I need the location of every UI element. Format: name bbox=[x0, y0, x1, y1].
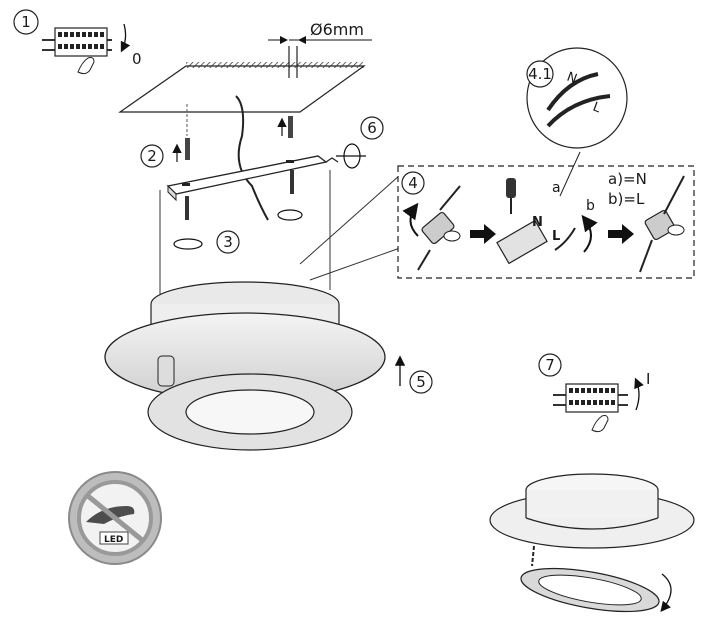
step-5-group: 5 bbox=[394, 355, 433, 394]
step-2-badge bbox=[140, 144, 164, 168]
step-3-group: 3 bbox=[173, 209, 303, 254]
step-3-badge bbox=[216, 230, 240, 254]
step-2-number: 2 bbox=[147, 147, 157, 165]
drill-diameter-label: Ø6mm bbox=[310, 20, 364, 39]
step-1-number: 1 bbox=[21, 13, 31, 31]
wire-b-legend: b)=L bbox=[608, 190, 645, 208]
switch-off-label: 0 bbox=[132, 50, 142, 68]
rotate-arrow-icon bbox=[120, 23, 131, 53]
terminal-n-label: N bbox=[532, 215, 543, 230]
rotate-arrow-icon bbox=[173, 238, 203, 250]
step-3-number: 3 bbox=[223, 233, 233, 251]
screwdriver-icon bbox=[506, 178, 516, 214]
step-7-badge bbox=[538, 353, 562, 377]
step-1-badge bbox=[13, 9, 39, 35]
wire-a-legend: a)=N bbox=[608, 170, 647, 188]
switch-on-label: I bbox=[646, 370, 650, 388]
step-7-group: 7 I bbox=[538, 353, 650, 433]
step-6-badge bbox=[360, 116, 384, 140]
step-41-badge bbox=[526, 60, 554, 88]
step-4-badge bbox=[401, 171, 425, 195]
wire-a-label: a bbox=[552, 180, 561, 196]
step-4-number: 4 bbox=[408, 174, 418, 192]
luminaire-underside bbox=[489, 473, 695, 613]
rotate-arrow-icon bbox=[277, 209, 303, 221]
mains-cable bbox=[235, 95, 269, 221]
step-5-badge bbox=[409, 370, 433, 394]
step-5-number: 5 bbox=[416, 373, 426, 391]
wire-b-label: b bbox=[586, 198, 595, 214]
circuit-breaker-icon bbox=[553, 383, 628, 433]
rotate-arrow-icon bbox=[634, 377, 644, 411]
rotate-arrow-icon bbox=[660, 573, 672, 613]
step-41-number: 4.1 bbox=[528, 65, 552, 83]
luminaire-body bbox=[104, 281, 386, 451]
step-6-number: 6 bbox=[367, 119, 377, 137]
step-7-number: 7 bbox=[545, 356, 555, 374]
terminal-l-label: L bbox=[552, 229, 560, 244]
step-6-group: 6 bbox=[336, 116, 384, 169]
wire-detail-bubble: 4.1 N L bbox=[526, 47, 628, 149]
bubble-n-label: N bbox=[565, 70, 579, 87]
led-badge-label: LED bbox=[104, 535, 123, 545]
ceiling-hatch bbox=[186, 62, 364, 68]
ceiling-group: Ø6mm bbox=[118, 20, 372, 113]
no-touch-led-icon: LED bbox=[68, 471, 162, 565]
rotate-arrow-icon bbox=[581, 214, 598, 253]
push-arrow-icon bbox=[470, 224, 496, 244]
step-1-group: 1 0 bbox=[13, 9, 142, 75]
circuit-breaker-icon bbox=[42, 27, 112, 75]
rotate-arrow-icon bbox=[402, 202, 419, 237]
push-arrow-icon bbox=[608, 224, 634, 244]
wiring-panel: 4 N L a b a)=N b)=L bbox=[397, 151, 695, 279]
step-2-group: 2 bbox=[140, 104, 293, 168]
mounting-bracket bbox=[166, 155, 339, 220]
